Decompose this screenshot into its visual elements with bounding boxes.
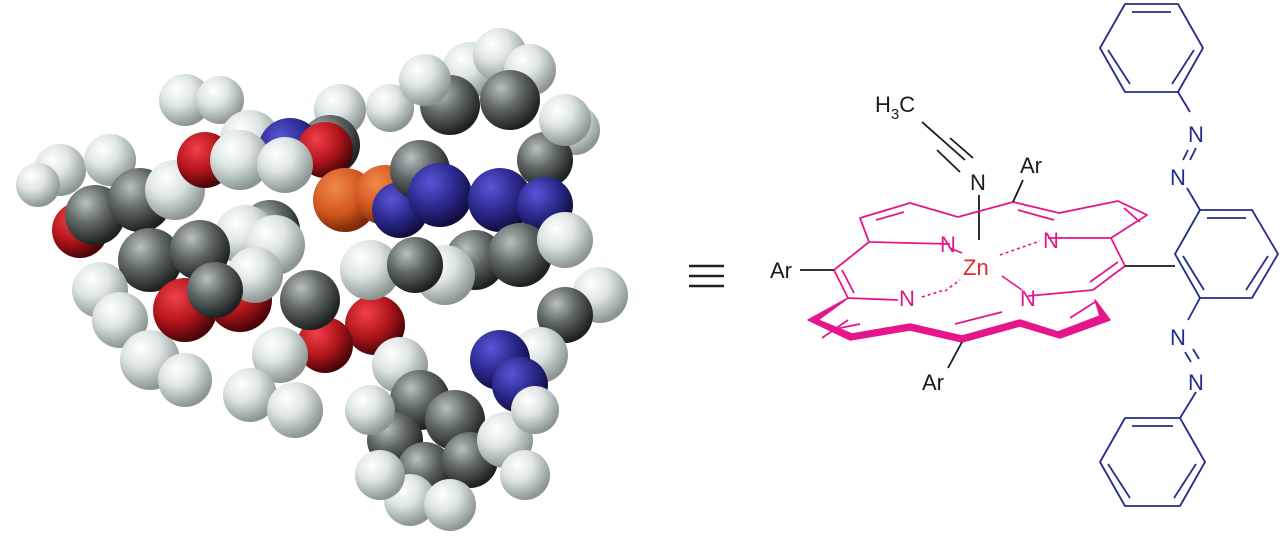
aryl-bonds xyxy=(800,179,1175,369)
azo-n-label: N xyxy=(1188,370,1204,395)
porphyrin-ring xyxy=(821,200,1148,339)
aryl-label-top: Ar xyxy=(1020,153,1042,178)
space-filling-model xyxy=(16,28,628,531)
acetonitrile-ligand xyxy=(921,121,980,240)
porphyrin-front-edge xyxy=(807,297,1111,343)
porphyrin-n-label: N xyxy=(899,286,915,311)
zn-coordination xyxy=(921,240,1041,298)
azo-n-label: N xyxy=(1170,325,1186,350)
porphyrin-n-label: N xyxy=(1020,286,1036,311)
zinc-label: Zn xyxy=(963,255,989,280)
aryl-label-bottom: Ar xyxy=(922,370,944,395)
porphyrin-n-label: N xyxy=(1043,228,1059,253)
atoms-front xyxy=(170,54,591,531)
azo-n-label: N xyxy=(1188,122,1204,147)
porphyrin-n-label: N xyxy=(940,232,956,257)
nitrile-n-label: N xyxy=(970,170,986,195)
equivalence-symbol xyxy=(689,264,724,288)
azo-n-label: N xyxy=(1170,165,1186,190)
aryl-label-left: Ar xyxy=(770,258,792,283)
methyl-label: H3C xyxy=(875,92,915,123)
structural-formula: H3C N xyxy=(770,3,1279,507)
azobenzene-groups xyxy=(1099,3,1279,507)
